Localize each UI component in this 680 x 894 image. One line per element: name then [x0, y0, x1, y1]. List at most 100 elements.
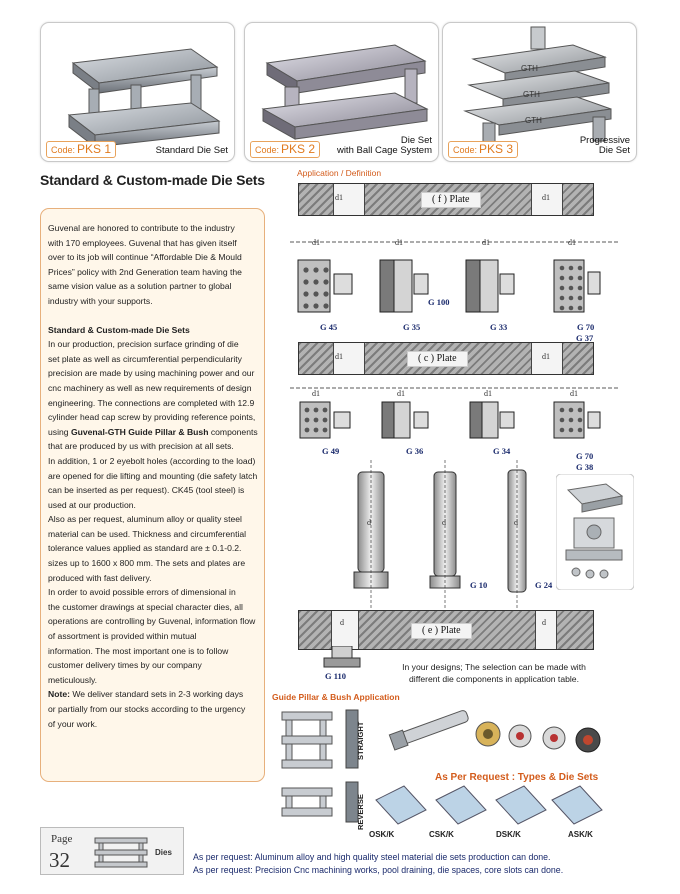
text-line: industry with your supports. — [48, 295, 153, 306]
product-code-badge: Code:PKS 2 — [250, 141, 321, 158]
text-line: with 170 employees. Guvenal that has giv… — [48, 237, 237, 248]
dimension-label: d — [367, 518, 371, 527]
product-card-pks1: Code:PKS 1 Standard Die Set — [40, 22, 235, 162]
dimension-label: d1 — [335, 193, 343, 202]
text-line: Also as per request, aluminum alloy or q… — [48, 514, 242, 525]
text-line: material can be used. Thickness and circ… — [48, 528, 247, 539]
dimension-label: d1 — [397, 389, 405, 398]
footer-line: As per request: Precision Cnc machining … — [193, 865, 564, 875]
dimension-label: d1 — [335, 352, 343, 361]
product-caption: Standard Die Set — [155, 145, 228, 156]
dimension-label: d1 — [568, 238, 576, 247]
dimension-label: d1 — [570, 389, 578, 398]
text-line: sizes up to 1600 x 800 mm. The sets and … — [48, 558, 246, 569]
type-label: DSK/K — [496, 830, 521, 839]
dimension-label: d1 — [395, 238, 403, 247]
text-line: produced with fast delivery. — [48, 572, 152, 583]
straight-label: STRAIGHT — [356, 721, 365, 760]
part-code: G 35 — [403, 322, 421, 332]
part-code: G 45 — [320, 322, 338, 332]
guide-application-images — [281, 709, 603, 825]
die-set-icon — [94, 837, 148, 868]
text-line: used at our production. — [48, 499, 136, 510]
text-line: Note: We deliver standard sets in 2-3 wo… — [48, 689, 244, 700]
text-line: or partially from our stocks according t… — [48, 704, 246, 714]
text-line: Guvenal are honored to contribute to the… — [48, 223, 235, 233]
brand-mark: GTH — [525, 116, 542, 125]
page-number-box: Page 32 Dies — [40, 827, 184, 875]
text-line: precision are made by using machining po… — [48, 368, 255, 379]
text-line: set plate as well as circumferential per… — [48, 353, 242, 364]
dimension-label: d — [542, 618, 546, 627]
part-code: G 24 — [535, 580, 553, 590]
text-line: of your work. — [48, 718, 98, 729]
text-line: meticulously. — [48, 674, 98, 685]
dimension-label: d1 — [312, 389, 320, 398]
text-line: cylinder head cap screw by providing ref… — [48, 412, 256, 423]
text-line: of assortment is provided within mutual — [48, 631, 197, 642]
description-box: Guvenal are honored to contribute to the… — [40, 208, 265, 782]
standard-die-set-image — [67, 48, 221, 149]
text-line: In addition, 1 or 2 eyebolt holes (accor… — [48, 455, 256, 466]
part-code: G 49 — [322, 446, 340, 456]
body-paragraph: In our production, precision surface gri… — [48, 337, 264, 731]
text-line: customer delivery times by our company — [48, 660, 202, 671]
part-code: G 10 — [470, 580, 488, 590]
text-line: same vision value as a solution partner … — [48, 281, 232, 292]
text-line: over to its job will continue “Affordabl… — [48, 252, 242, 263]
page-number: 32 — [49, 848, 70, 872]
part-code: G 34 — [493, 446, 511, 456]
bottom-bush-part — [323, 646, 361, 668]
text-line: In order to avoid possible errors of dim… — [48, 587, 236, 598]
section-label: Dies — [155, 848, 172, 857]
plate-c: ( c ) Plate — [298, 342, 594, 375]
product-code-badge: Code:PKS 3 — [448, 141, 519, 158]
intro-paragraph: Guvenal are honored to contribute to the… — [48, 221, 264, 309]
brand-mark: GTH — [521, 64, 538, 73]
ball-cage-die-set-image — [261, 44, 429, 140]
part-code: G 70 — [577, 322, 595, 332]
subheading: Standard & Custom-made Die Sets — [48, 324, 190, 335]
dimension-label: d1 — [542, 352, 550, 361]
text-line: engineering. The connections are complet… — [48, 397, 255, 408]
section-heading: Standard & Custom-made Die Sets — [40, 172, 265, 188]
plate-e: ( e ) Plate — [298, 610, 594, 650]
part-code: G 37 — [576, 333, 594, 343]
part-code: G 38 — [576, 462, 594, 472]
part-code: G 36 — [406, 446, 424, 456]
text-line: are opened for die lifting and mounting … — [48, 470, 258, 481]
page-label: Page — [51, 833, 73, 845]
type-label: CSK/K — [429, 830, 454, 839]
plate-f: ( f ) Plate — [298, 183, 594, 216]
type-label: ASK/K — [568, 830, 593, 839]
part-code: G 100 — [428, 297, 450, 307]
dimension-label: d1 — [484, 389, 492, 398]
brand-mark: GTH — [523, 90, 540, 99]
reverse-label: REVERSE — [356, 794, 365, 830]
part-code: G 110 — [325, 671, 347, 681]
diagram-note: In your designs; The selection can be ma… — [402, 662, 586, 684]
type-label: OSK/K — [369, 830, 395, 839]
dimension-label: d — [442, 518, 446, 527]
die-safety-latch-image — [556, 474, 634, 590]
part-code: G 70 — [576, 451, 594, 461]
text-line: information. The most important one is t… — [48, 645, 229, 656]
plate-label: ( c ) Plate — [407, 351, 468, 367]
dimension-label: d1 — [482, 238, 490, 247]
text-line: operations are controlling by Guvenal, i… — [48, 616, 256, 627]
diagram-title: Application / Definition — [297, 168, 382, 178]
product-code-badge: Code:PKS 1 — [46, 141, 117, 158]
guide-application-title: Guide Pillar & Bush Application — [272, 692, 400, 702]
text-line: Prices” policy with 2nd Generation team … — [48, 266, 242, 277]
text-line: cnc machinery as well as new requirement… — [48, 382, 252, 393]
footer-line: As per request: Aluminum alloy and high … — [193, 852, 551, 862]
text-line: can be inserted as per request). CK45 (t… — [48, 485, 245, 496]
text-line: the customer drawings at special charact… — [48, 601, 243, 612]
text-line: that are produced by us with precision a… — [48, 441, 234, 452]
types-title: As Per Request : Types & Die Sets — [435, 772, 599, 783]
plate-label: ( f ) Plate — [421, 192, 481, 208]
dimension-label: d — [514, 518, 518, 527]
